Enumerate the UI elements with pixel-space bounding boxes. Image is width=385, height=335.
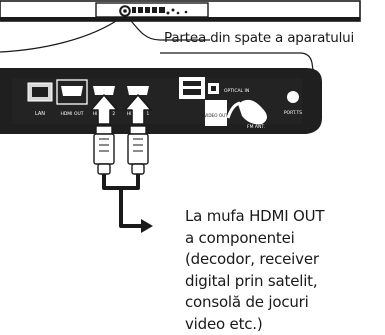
optical-in-label: OPTICAL IN — [224, 88, 249, 94]
destination-line: La mufa HDMI OUT — [185, 206, 324, 228]
lan-label: LAN — [35, 111, 45, 117]
hdmi-plug-right — [128, 126, 148, 174]
destination-line: a componentei — [185, 228, 324, 250]
video-out-label: VIDEO OUT — [204, 113, 228, 118]
hdmi-cables — [104, 174, 142, 226]
rear-panel: LAN HDMI OUT HDMI IN 2 HDMI IN 1 — [0, 68, 322, 134]
device-top-view — [0, 1, 360, 21]
destination-caption: La mufa HDMI OUT a componentei (decodor,… — [185, 206, 324, 335]
usb-port-block — [179, 77, 205, 99]
hdmi-plug-left — [94, 126, 114, 174]
hdmi-out-label: HDMI OUT — [60, 111, 83, 117]
destination-line: digital prin satelit, — [185, 271, 324, 293]
destination-line: (decodor, receiver — [185, 249, 324, 271]
rear-panel-caption: Partea din spate a aparatului — [164, 30, 354, 46]
cable-arrowhead — [141, 219, 153, 233]
port-ts-label: PORT.TS — [284, 110, 302, 116]
destination-line: consolă de jocuri — [185, 292, 324, 314]
destination-line: video etc.) — [185, 314, 324, 335]
fm-ant-label: FM ANT. — [247, 124, 265, 130]
